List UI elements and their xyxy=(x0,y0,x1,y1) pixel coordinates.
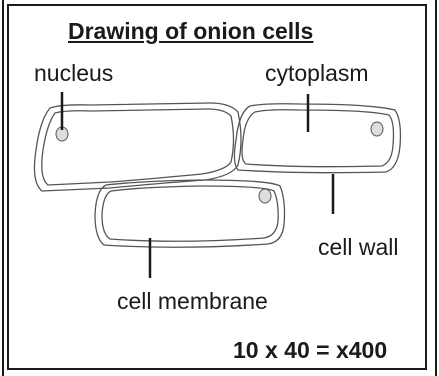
magnification-label: 10 x 40 = x400 xyxy=(233,337,387,364)
label-cell-wall: cell wall xyxy=(318,234,399,261)
label-cell-membrane: cell membrane xyxy=(117,288,268,315)
diagram-title: Drawing of onion cells xyxy=(68,18,313,45)
left-cell xyxy=(34,103,241,191)
bottom-nucleus xyxy=(259,189,271,203)
label-nucleus: nucleus xyxy=(34,60,113,87)
leader-lines xyxy=(62,92,333,278)
right-cell xyxy=(234,104,400,173)
right-nucleus xyxy=(371,122,383,136)
label-cytoplasm: cytoplasm xyxy=(265,60,369,87)
bottom-cell xyxy=(95,180,285,247)
